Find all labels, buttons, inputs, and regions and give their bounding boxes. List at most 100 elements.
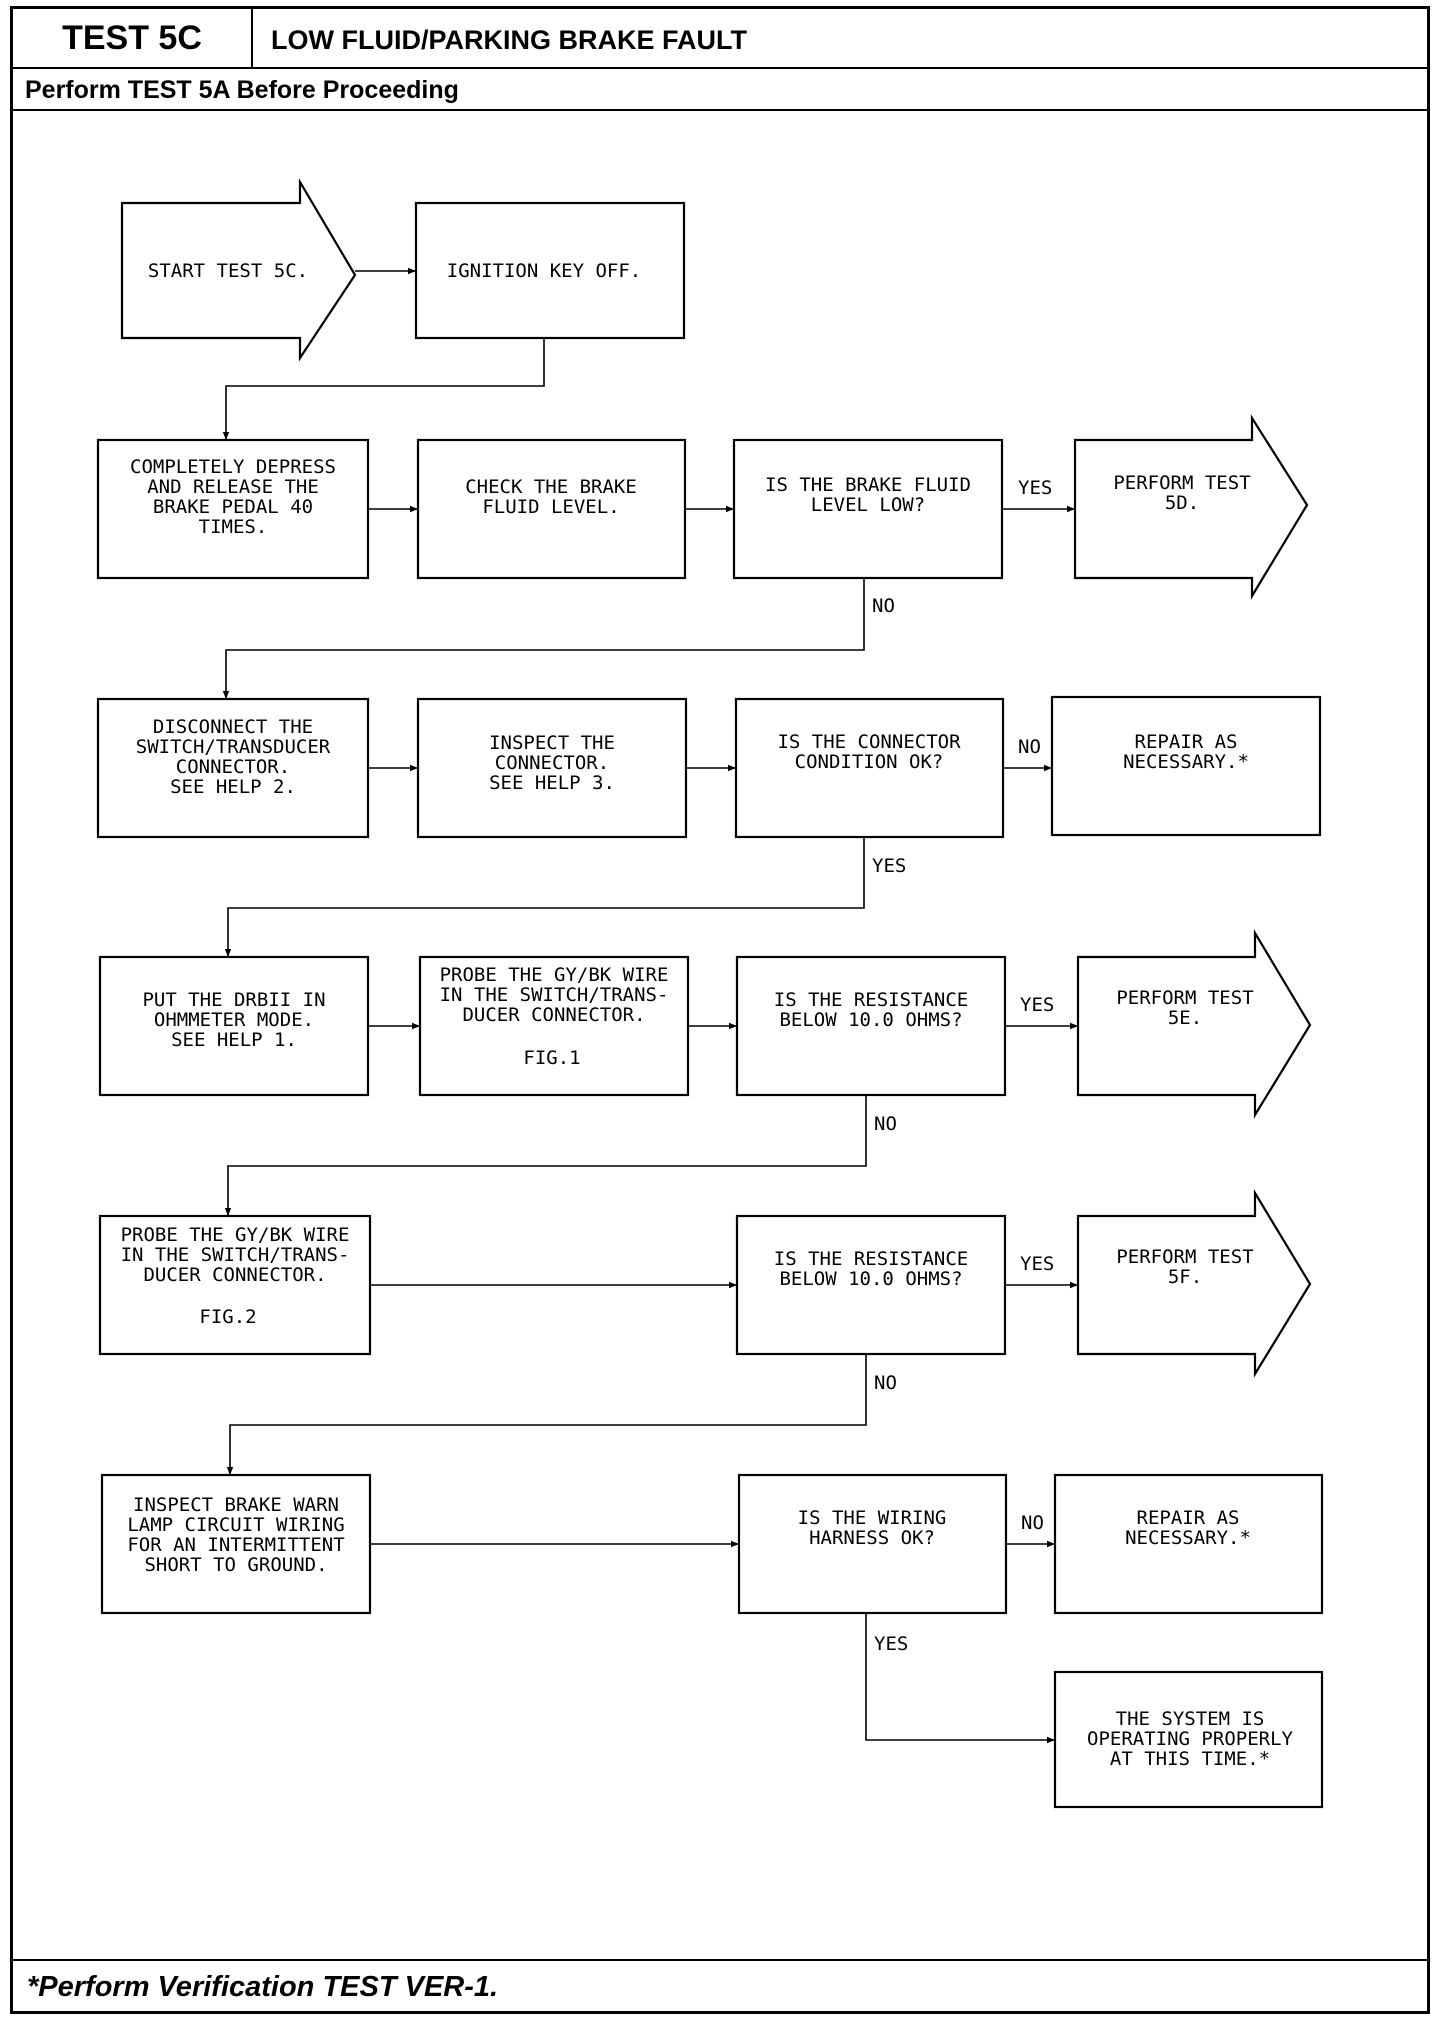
label-line: PERFORM TEST [1116, 1246, 1253, 1268]
connector-res2-no [226, 1354, 867, 1475]
label-line: THE SYSTEM IS [1116, 1708, 1265, 1730]
label-line: IN THE SWITCH/TRANS- [121, 1244, 350, 1266]
label-line: SHORT TO GROUND. [144, 1554, 327, 1576]
label-line: DUCER CONNECTOR. [462, 1004, 645, 1026]
footer-row: *Perform Verification TEST VER-1. [13, 1959, 1427, 2011]
label-line: NECESSARY.* [1123, 751, 1249, 773]
label-line: IS THE BRAKE FLUID [765, 474, 971, 496]
fluid-low-no-label: NO [872, 595, 895, 617]
res2-no-label: NO [874, 1372, 897, 1394]
label-line: DUCER CONNECTOR. [143, 1264, 326, 1286]
label-line: DISCONNECT THE [153, 716, 313, 738]
connector-fluid-no [222, 578, 865, 699]
branch-labels: YES NO NO YES YES NO YES NO NO YES [872, 477, 1054, 1655]
label-line: IGNITION KEY OFF. [447, 260, 641, 282]
res2-yes-label: YES [1020, 1253, 1054, 1275]
start-label: START TEST 5C. [148, 260, 308, 282]
verification-note: *Perform Verification TEST VER-1. [27, 1971, 499, 2003]
label-line: CONNECTOR. [495, 752, 609, 774]
label-line: PROBE THE GY/BK WIRE [121, 1224, 350, 1246]
connector-ignition-to-depress [222, 338, 545, 440]
prerequisite-row: Perform TEST 5A Before Proceeding [13, 69, 1427, 111]
repair-1-box [1050, 695, 1322, 837]
test-sheet: TEST 5C LOW FLUID/PARKING BRAKE FAULT Pe… [10, 6, 1430, 2014]
label-line: FOR AN INTERMITTENT [127, 1534, 344, 1556]
label-line: CONNECTOR. [176, 756, 290, 778]
label-line: CHECK THE BRAKE [465, 476, 637, 498]
label-line: SEE HELP 3. [489, 772, 615, 794]
label-line: BRAKE PEDAL 40 [153, 496, 313, 518]
label-line: PERFORM TEST [1113, 472, 1250, 494]
node-labels: START TEST 5C. IGNITION KEY OFF. COMPLET… [121, 260, 1294, 1770]
label-line: AT THIS TIME.* [1110, 1748, 1270, 1770]
label-line: INSPECT THE [489, 732, 615, 754]
label-line: IN THE SWITCH/TRANS- [440, 984, 669, 1006]
label-line: START TEST 5C. [148, 260, 308, 282]
label-line: 5E. [1168, 1007, 1202, 1029]
label-line: AND RELEASE THE [147, 476, 319, 498]
label-line: PUT THE DRBII IN [142, 989, 325, 1011]
label-line: COMPLETELY DEPRESS [130, 456, 336, 478]
label-line: FLUID LEVEL. [482, 496, 619, 518]
connector-wiring-yes [865, 1613, 1055, 1744]
label-line: PROBE THE GY/BK WIRE [440, 964, 669, 986]
label-line: REPAIR AS [1135, 731, 1238, 753]
label-line: CONDITION OK? [795, 751, 944, 773]
prerequisite-note: Perform TEST 5A Before Proceeding [25, 76, 459, 104]
label-line: LAMP CIRCUIT WIRING [127, 1514, 344, 1536]
label-line: 5F. [1168, 1266, 1202, 1288]
header-row: TEST 5C LOW FLUID/PARKING BRAKE FAULT [13, 9, 1427, 69]
ignition-label: IGNITION KEY OFF. [447, 260, 641, 282]
label-line: SWITCH/TRANSDUCER [136, 736, 331, 758]
connector-res1-no [224, 1095, 867, 1216]
label-line: LEVEL LOW? [811, 494, 925, 516]
fluid-low-yes-label: YES [1018, 477, 1052, 499]
test-title: LOW FLUID/PARKING BRAKE FAULT [271, 25, 747, 55]
label-line: IS THE WIRING [798, 1507, 947, 1529]
wiring-yes-label: YES [874, 1633, 908, 1655]
connector-yes-label: YES [872, 855, 906, 877]
label-line: NECESSARY.* [1125, 1527, 1251, 1549]
label-line: HARNESS OK? [809, 1527, 935, 1549]
label-line: IS THE RESISTANCE [774, 989, 968, 1011]
connector-connector-yes [224, 837, 865, 957]
label-line: IS THE RESISTANCE [774, 1248, 968, 1270]
label-line: INSPECT BRAKE WARN [133, 1494, 339, 1516]
fig-1-label: FIG.1 [523, 1047, 580, 1069]
label-line: OPERATING PROPERLY [1087, 1728, 1293, 1750]
label-line: OHMMETER MODE. [154, 1009, 314, 1031]
label-line: BELOW 10.0 OHMS? [779, 1009, 962, 1031]
start-arrow-shape [120, 177, 357, 362]
perform-5e-arrow-shape [1076, 929, 1312, 1119]
label-line: REPAIR AS [1137, 1507, 1240, 1529]
res1-yes-label: YES [1020, 994, 1054, 1016]
fig-2-label: FIG.2 [199, 1306, 256, 1328]
connector-no-label: NO [1018, 736, 1041, 758]
perform-5d-arrow-shape [1073, 414, 1309, 600]
label-line: 5D. [1165, 492, 1199, 514]
label-line: BELOW 10.0 OHMS? [779, 1268, 962, 1290]
label-line: SEE HELP 2. [170, 776, 296, 798]
label-line: IS THE CONNECTOR [777, 731, 961, 753]
res1-no-label: NO [874, 1113, 897, 1135]
label-line: TIMES. [199, 516, 268, 538]
